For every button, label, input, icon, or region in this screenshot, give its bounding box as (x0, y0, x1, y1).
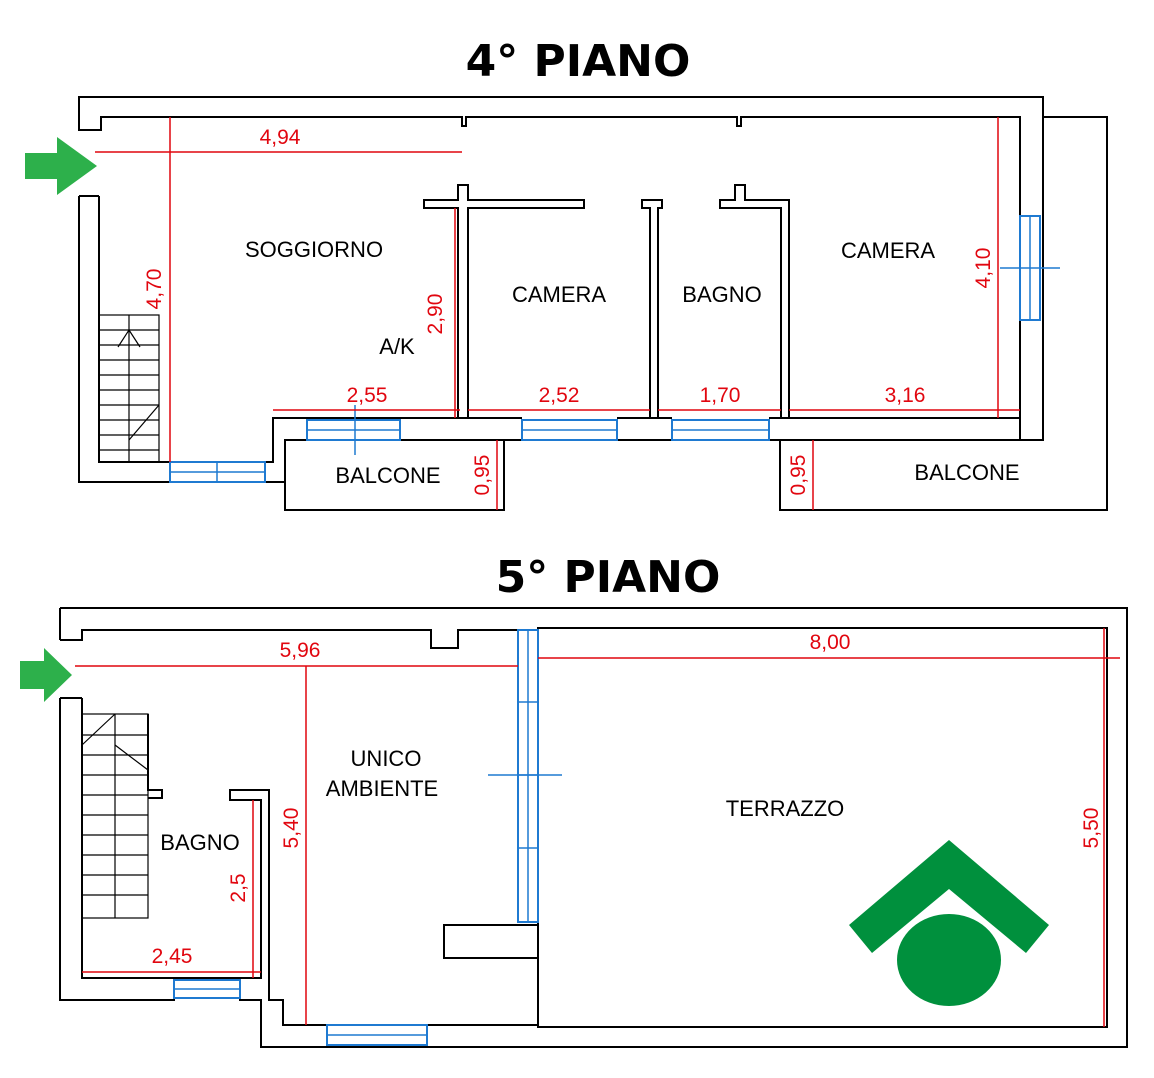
dimension-label: 2,5 (227, 873, 250, 902)
floor-5-staircase (81, 713, 149, 919)
floor-5-windows (173, 629, 562, 1046)
floor-5-title: 5° PIANO (496, 552, 721, 603)
room-label-ambiente: AMBIENTE (326, 776, 438, 801)
floor-4-title: 4° PIANO (466, 36, 691, 87)
dimension-label: 0,95 (787, 455, 810, 496)
room-label-balcone: BALCONE (914, 460, 1019, 485)
floor-4-plan: 4° PIANO (25, 36, 1108, 511)
entrance-arrow-icon (20, 648, 72, 702)
floor-5-dimension-lines (75, 628, 1120, 1027)
dimension-label: 2,45 (152, 945, 193, 968)
agency-logo-icon (849, 840, 1049, 1006)
dimension-label: 3,16 (885, 384, 926, 407)
room-label-ak: A/K (379, 334, 415, 359)
room-label-unico: UNICO (351, 746, 422, 771)
dimension-label: 1,70 (700, 384, 741, 407)
dimension-label: 2,90 (424, 294, 447, 335)
room-label-camera: CAMERA (841, 238, 935, 263)
dimension-label: 5,96 (280, 639, 321, 662)
dimension-label: 2,52 (539, 384, 580, 407)
dimension-label: 4,94 (260, 126, 301, 149)
dimension-label: 5,40 (280, 808, 303, 849)
room-label-bagno: BAGNO (682, 282, 761, 307)
room-label-camera: CAMERA (512, 282, 606, 307)
room-label-soggiorno: SOGGIORNO (245, 237, 383, 262)
dimension-label: 0,95 (471, 455, 494, 496)
dimension-label: 4,10 (972, 248, 995, 289)
room-label-balcone: BALCONE (335, 463, 440, 488)
floor-4-staircase (98, 314, 160, 463)
entrance-arrow-icon (25, 137, 97, 195)
floor-5-plan: 5° PIANO (20, 552, 1128, 1048)
dimension-label: 5,50 (1080, 808, 1103, 849)
room-label-terrazzo: TERRAZZO (726, 796, 845, 821)
dimension-label: 4,70 (143, 269, 166, 310)
room-label-bagno: BAGNO (160, 830, 239, 855)
floor-4-walls (78, 96, 1108, 511)
floor-4-dimension-lines (95, 117, 1020, 510)
dimension-label: 2,55 (347, 384, 388, 407)
floor-4-windows (169, 215, 1060, 483)
dimension-label: 8,00 (810, 631, 851, 654)
